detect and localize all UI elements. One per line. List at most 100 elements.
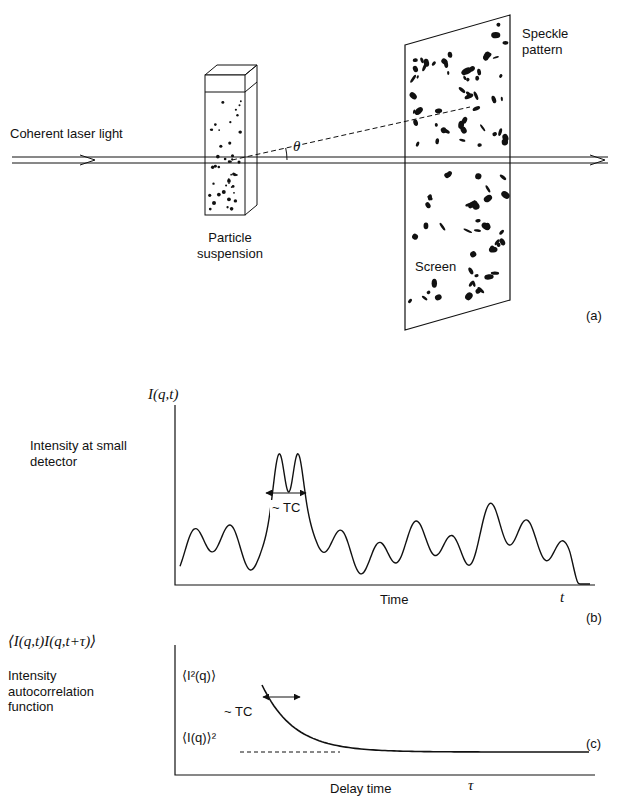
speckle bbox=[423, 58, 430, 67]
particle bbox=[226, 206, 228, 208]
speckle bbox=[419, 57, 424, 64]
speckle bbox=[473, 91, 480, 101]
speckle bbox=[479, 124, 486, 132]
speckle bbox=[501, 97, 504, 102]
axes-b bbox=[175, 405, 595, 585]
speckle bbox=[447, 52, 452, 58]
angle-arc bbox=[286, 148, 287, 160]
speckle bbox=[469, 250, 477, 258]
speckle bbox=[491, 32, 500, 38]
particle bbox=[208, 194, 211, 197]
autocorrelation-curve bbox=[262, 685, 589, 752]
label: θ bbox=[293, 137, 300, 155]
speckle bbox=[477, 143, 482, 147]
speckle bbox=[474, 287, 482, 295]
speckle bbox=[500, 190, 511, 201]
speckle bbox=[485, 185, 491, 193]
cuvette bbox=[205, 65, 257, 215]
label: Intensity at small detector bbox=[30, 438, 150, 469]
speckle bbox=[482, 52, 492, 61]
speckle bbox=[463, 228, 472, 234]
speckle bbox=[501, 138, 508, 145]
speckle bbox=[475, 173, 482, 180]
baseline-dashed bbox=[240, 752, 340, 753]
label: ⟨I²(q)⟩ bbox=[182, 668, 216, 684]
speckle bbox=[502, 41, 508, 45]
speckle bbox=[416, 75, 419, 79]
speckle bbox=[408, 91, 418, 101]
particle bbox=[209, 208, 212, 211]
label: ~ TC bbox=[222, 704, 254, 720]
particle bbox=[230, 207, 234, 211]
particle bbox=[211, 128, 214, 131]
label: Particle suspension bbox=[182, 230, 278, 261]
speckle bbox=[498, 74, 503, 79]
speckle bbox=[458, 86, 466, 94]
particle bbox=[212, 201, 216, 205]
label: Time bbox=[380, 592, 408, 608]
particle bbox=[222, 190, 226, 194]
speckle bbox=[435, 138, 439, 144]
speckle bbox=[411, 233, 419, 241]
particle bbox=[225, 185, 227, 187]
speckle bbox=[472, 105, 481, 112]
particle bbox=[228, 182, 230, 184]
speckle bbox=[424, 201, 431, 209]
speckle bbox=[482, 193, 493, 203]
speckle bbox=[494, 238, 501, 245]
speckle bbox=[492, 56, 499, 60]
speckle bbox=[477, 68, 482, 75]
coherence-time-arrow bbox=[266, 493, 306, 494]
particle bbox=[219, 145, 222, 148]
label: (c) bbox=[586, 736, 601, 752]
particle bbox=[228, 178, 230, 180]
speckle bbox=[427, 195, 434, 201]
particle bbox=[239, 104, 241, 106]
speckle bbox=[498, 128, 503, 137]
particle bbox=[230, 174, 232, 176]
label: Screen bbox=[413, 259, 458, 275]
particle bbox=[231, 186, 233, 188]
speckle bbox=[467, 267, 474, 275]
speckle bbox=[484, 222, 491, 230]
speckle bbox=[407, 298, 413, 304]
speckle bbox=[413, 58, 419, 62]
speckle bbox=[412, 65, 419, 73]
particle bbox=[232, 185, 235, 188]
particle bbox=[239, 130, 242, 133]
speckle bbox=[431, 61, 437, 67]
label: I(q,t) bbox=[148, 385, 178, 403]
laser-beam bbox=[12, 155, 608, 165]
particle bbox=[217, 193, 221, 197]
speckle bbox=[439, 222, 446, 231]
speckle bbox=[413, 109, 416, 114]
coherence-time-arrow bbox=[263, 697, 300, 698]
particle bbox=[217, 166, 220, 169]
speckle bbox=[413, 106, 424, 117]
speckle bbox=[434, 293, 443, 301]
label: ⟨I(q)⟩² bbox=[182, 730, 216, 746]
speckle bbox=[465, 91, 473, 98]
label: Speckle pattern bbox=[522, 26, 606, 57]
particle bbox=[235, 109, 237, 111]
axes-c bbox=[175, 645, 595, 775]
speckle bbox=[428, 194, 433, 201]
label: Intensity autocorrelation function bbox=[8, 668, 128, 715]
speckle bbox=[484, 274, 494, 281]
particle bbox=[229, 121, 231, 123]
speckle bbox=[432, 279, 437, 288]
label: (b) bbox=[586, 610, 602, 626]
particle bbox=[240, 100, 242, 102]
speckle bbox=[447, 71, 450, 75]
intensity-trace bbox=[180, 454, 590, 584]
label: ⟨I(q,t)I(q,t+τ)⟩ bbox=[8, 632, 96, 650]
speckle bbox=[415, 141, 420, 147]
particle bbox=[236, 114, 238, 116]
label: ~ TC bbox=[270, 500, 302, 516]
speckle bbox=[480, 221, 491, 231]
speckle bbox=[474, 274, 479, 278]
particle bbox=[234, 199, 237, 202]
particle bbox=[227, 197, 231, 201]
speckle bbox=[468, 65, 476, 73]
